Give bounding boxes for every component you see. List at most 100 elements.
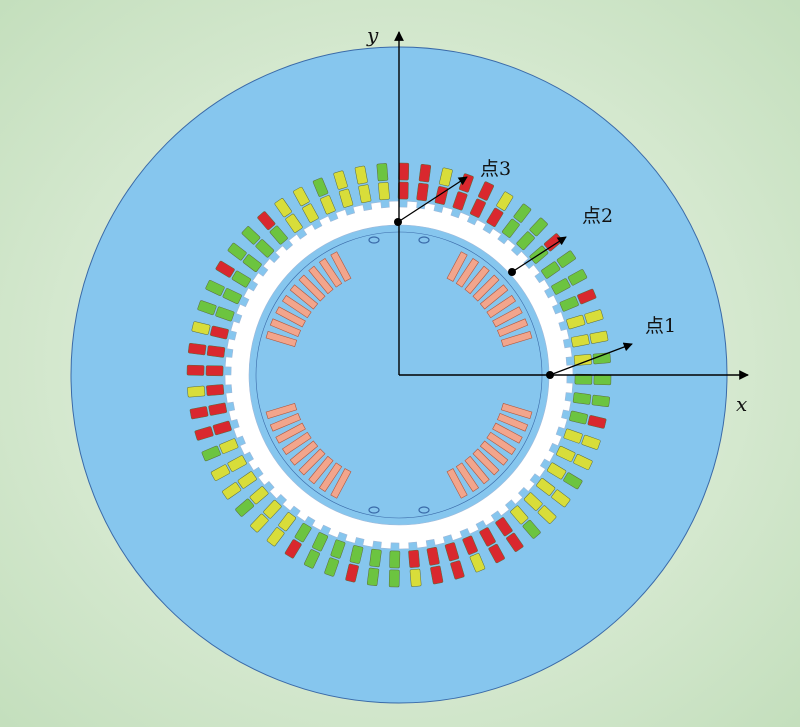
coil-layer-outer xyxy=(274,198,292,218)
stator-coil xyxy=(510,505,541,539)
coil-layer-outer xyxy=(573,454,593,470)
coil-layer-outer xyxy=(439,167,453,187)
rotor-slot-marker xyxy=(418,506,430,514)
coil-layer-outer xyxy=(418,164,432,183)
magnet-bar xyxy=(298,274,326,302)
rotor-slot-marker xyxy=(418,236,430,244)
coil-layer-outer xyxy=(293,186,310,207)
rotor-magnet xyxy=(269,318,301,338)
stator-coil xyxy=(444,542,465,580)
rotor-magnet xyxy=(265,331,298,348)
stator-coil xyxy=(536,478,571,508)
stator-coil xyxy=(502,203,532,238)
coil-layer-inner xyxy=(510,505,529,525)
coil-layer-inner xyxy=(249,486,269,505)
stator-coil xyxy=(187,384,225,398)
coil-layer-inner xyxy=(237,471,257,489)
stator-coil xyxy=(516,217,548,251)
coil-layer-outer xyxy=(241,226,261,245)
coil-layer-outer xyxy=(529,217,548,237)
coil-layer-inner xyxy=(215,306,235,322)
stator-coil xyxy=(571,330,609,348)
coil-layer-inner xyxy=(397,181,409,200)
magnet-bar xyxy=(265,402,298,419)
rotor-magnet xyxy=(464,265,490,295)
magnet-bar xyxy=(275,422,306,444)
stator-coil xyxy=(551,269,588,295)
point-3-label: 点3 xyxy=(480,158,511,180)
coil-layer-inner xyxy=(206,345,226,358)
stator-coil xyxy=(556,445,593,470)
coil-layer-inner xyxy=(569,410,588,425)
magnet-bar xyxy=(500,331,533,348)
coil-layer-outer xyxy=(478,181,494,201)
stator-coil xyxy=(191,321,229,340)
stator-coil xyxy=(563,428,601,450)
coil-layer-inner xyxy=(378,182,390,201)
coil-layer-inner xyxy=(541,261,561,279)
stator-coil xyxy=(186,364,224,377)
coil-layer-outer xyxy=(191,321,211,335)
coil-layer-inner xyxy=(572,392,592,405)
coil-layer-outer xyxy=(469,553,486,573)
rotor-magnet xyxy=(282,294,312,319)
coil-layer-outer xyxy=(591,394,610,408)
coil-layer-inner xyxy=(206,384,225,396)
coil-layer-inner xyxy=(369,548,382,568)
rotor-magnet xyxy=(472,448,500,476)
coil-layer-outer xyxy=(581,434,601,450)
coil-layer-outer xyxy=(284,539,302,559)
magnet-bar xyxy=(269,318,301,338)
coil-layer-inner xyxy=(536,478,556,496)
coil-layer-inner xyxy=(469,198,486,218)
coil-layer-outer xyxy=(450,560,465,580)
rotor-slot-marker xyxy=(368,236,380,244)
stator-coil xyxy=(408,549,422,587)
coil-layer-inner xyxy=(208,402,227,416)
point-1-label: 点1 xyxy=(645,315,676,337)
rotor-magnet xyxy=(497,318,529,338)
magnet-bar xyxy=(479,284,509,310)
rotor-magnet xyxy=(492,422,523,444)
coil-layer-inner xyxy=(571,334,590,348)
stator-coil xyxy=(205,280,242,305)
magnet-bar xyxy=(289,284,319,310)
magnet-bar xyxy=(275,306,306,328)
stator-coil xyxy=(222,471,257,500)
coil-layer-outer xyxy=(324,557,340,577)
rotor-magnet xyxy=(486,431,516,456)
coil-layer-inner xyxy=(210,325,229,340)
magnet-bar xyxy=(282,294,312,319)
rotor-magnet xyxy=(289,284,319,310)
coil-layer-outer xyxy=(506,532,524,552)
magnet-bar xyxy=(492,306,523,328)
coil-layer-inner xyxy=(574,373,593,385)
stator-coil xyxy=(376,163,390,201)
coil-layer-inner xyxy=(338,188,354,208)
magnet-bar xyxy=(282,431,312,456)
stator-coil xyxy=(569,410,607,429)
magnet-bar xyxy=(298,448,326,476)
coil-layer-outer xyxy=(537,505,557,524)
magnet-bar xyxy=(330,468,352,499)
magnet-bar xyxy=(472,274,500,302)
coil-layer-inner xyxy=(566,314,586,330)
rotor-magnet xyxy=(265,402,298,419)
stator-coil xyxy=(523,492,557,524)
rotor-magnet xyxy=(298,274,326,302)
magnet-bar xyxy=(500,402,533,419)
stator-coil xyxy=(333,170,354,208)
magnet-bar xyxy=(269,412,301,432)
stator-coil xyxy=(227,242,262,272)
coil-layer-outer xyxy=(201,445,221,462)
point-1: 点1 xyxy=(546,315,676,379)
coil-layer-outer xyxy=(366,567,380,586)
stator-coil xyxy=(345,545,364,583)
rotor-magnet xyxy=(446,251,468,282)
coil-layer-inner xyxy=(452,191,468,211)
coil-layer-outer xyxy=(188,342,207,356)
stator-coil xyxy=(366,548,382,586)
stator-coil xyxy=(194,420,232,441)
magnet-bar xyxy=(308,455,334,485)
